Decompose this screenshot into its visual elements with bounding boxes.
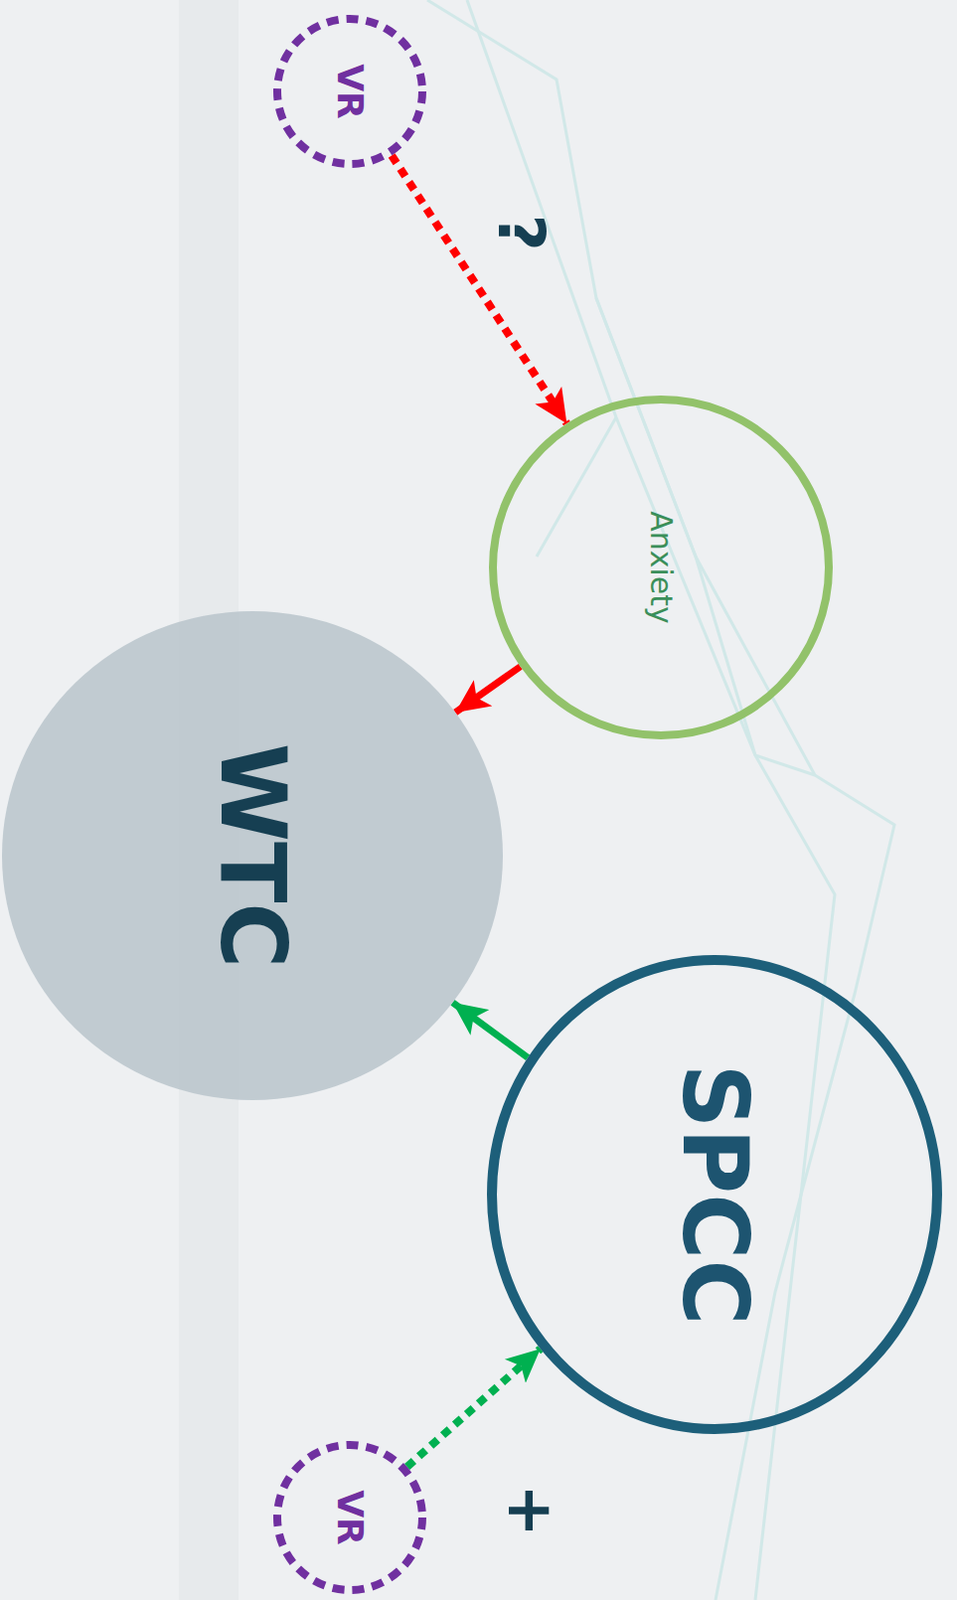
bridge-outline <box>427 0 895 1600</box>
edge-label-box: ? <box>501 200 539 265</box>
vr-circle: VR <box>273 14 427 168</box>
node-ellipse <box>277 1444 423 1591</box>
node-content: WTC <box>1 611 503 1101</box>
node-label: VR <box>331 63 368 120</box>
node-content: VR <box>273 14 427 168</box>
connector-arrow <box>407 1348 541 1467</box>
node-ellipse <box>491 959 938 1430</box>
node-content: SPCC <box>486 955 943 1435</box>
edge-label-box: + <box>503 1478 558 1543</box>
node-ellipse <box>277 18 423 164</box>
wtc-circle: WTC <box>1 611 503 1101</box>
node-label: SPCC <box>669 1064 760 1326</box>
connector-arrow <box>455 666 520 713</box>
edge-label: + <box>498 1483 563 1538</box>
connector-arrow <box>452 1002 528 1058</box>
anxiety-circle: Anxiety <box>488 395 833 740</box>
connector-arrow <box>391 155 567 424</box>
node-content: Anxiety <box>488 395 833 740</box>
node-label: Anxiety <box>645 510 676 625</box>
node-ellipse <box>1 611 503 1101</box>
node-label: VR <box>331 1489 368 1546</box>
edge-label: ? <box>488 213 553 251</box>
node-label: WTC <box>207 743 298 969</box>
node-ellipse <box>492 399 829 736</box>
spcc-circle: SPCC <box>486 955 943 1435</box>
vr-circle: VR <box>273 1440 427 1595</box>
node-content: VR <box>273 1440 427 1595</box>
